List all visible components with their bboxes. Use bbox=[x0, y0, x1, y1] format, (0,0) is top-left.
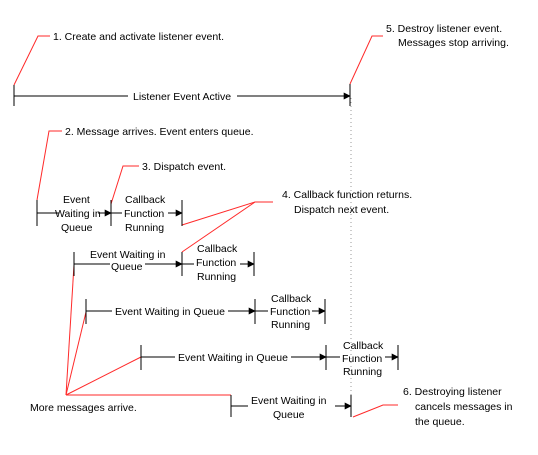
callout-step3: 3. Dispatch event. bbox=[142, 161, 226, 173]
row4-wait-label: Event Waiting in Queue bbox=[178, 352, 288, 364]
row-5 bbox=[230, 395, 352, 417]
row-2 bbox=[73, 252, 255, 276]
row-3 bbox=[85, 299, 326, 324]
leader-step2 bbox=[36, 130, 62, 201]
row3-cb-label-1: Callback bbox=[271, 293, 312, 305]
row1-cb-label-1: Callback bbox=[125, 194, 166, 206]
row2-cb-label-3: Running bbox=[197, 271, 236, 283]
row1-wait-label-1: Event bbox=[63, 194, 90, 206]
row4-cb-label-2: Function bbox=[342, 353, 382, 365]
row1-cb-label-2: Function bbox=[124, 208, 164, 220]
leader-step6 bbox=[352, 404, 398, 418]
row2-wait-label-2: Queue bbox=[111, 261, 143, 273]
callout-step5-line2: Messages stop arriving. bbox=[398, 37, 509, 49]
leader-step5 bbox=[349, 35, 383, 85]
leader-step1 bbox=[13, 35, 50, 86]
row5-wait-label-2: Queue bbox=[273, 409, 305, 421]
listener-timeline bbox=[13, 84, 351, 106]
row-4 bbox=[140, 345, 399, 370]
leader-more-2 bbox=[65, 311, 87, 396]
callout-step6-line2: cancels messages in bbox=[415, 401, 513, 413]
leader-more-3 bbox=[65, 356, 142, 396]
callout-step6-line3: the queue. bbox=[415, 416, 465, 428]
row3-cb-label-2: Function bbox=[270, 306, 310, 318]
callout-more-messages: More messages arrive. bbox=[30, 402, 137, 414]
row-1 bbox=[36, 200, 183, 226]
listener-active-label: Listener Event Active bbox=[133, 91, 231, 103]
row1-wait-label-3: Queue bbox=[61, 222, 93, 234]
row3-cb-label-3: Running bbox=[271, 319, 310, 331]
row2-cb-label-2: Function bbox=[196, 257, 236, 269]
callout-step1: 1. Create and activate listener event. bbox=[53, 31, 224, 43]
row1-wait-label-2: Waiting in bbox=[55, 208, 101, 220]
callout-step6-line1: 6. Destroying listener bbox=[403, 386, 502, 398]
row4-cb-label-3: Running bbox=[343, 366, 382, 378]
row4-cb-label-1: Callback bbox=[343, 340, 384, 352]
row2-wait-label-1: Event Waiting in bbox=[90, 249, 166, 261]
row3-wait-label: Event Waiting in Queue bbox=[115, 306, 225, 318]
row1-cb-label-3: Running bbox=[125, 222, 164, 234]
callout-step5-line1: 5. Destroy listener event. bbox=[386, 23, 502, 35]
callout-step2: 2. Message arrives. Event enters queue. bbox=[65, 126, 254, 138]
leader-step3 bbox=[110, 165, 139, 205]
leader-step4-b bbox=[181, 201, 256, 253]
row2-cb-label-1: Callback bbox=[197, 243, 238, 255]
callout-leaders bbox=[13, 35, 398, 418]
callout-step4-line1: 4. Callback function returns. bbox=[282, 189, 412, 201]
row5-wait-label-1: Event Waiting in bbox=[251, 395, 327, 407]
leader-step4-a bbox=[181, 201, 273, 226]
leader-more-1 bbox=[65, 264, 75, 396]
callout-step4-line2: Dispatch next event. bbox=[294, 204, 389, 216]
